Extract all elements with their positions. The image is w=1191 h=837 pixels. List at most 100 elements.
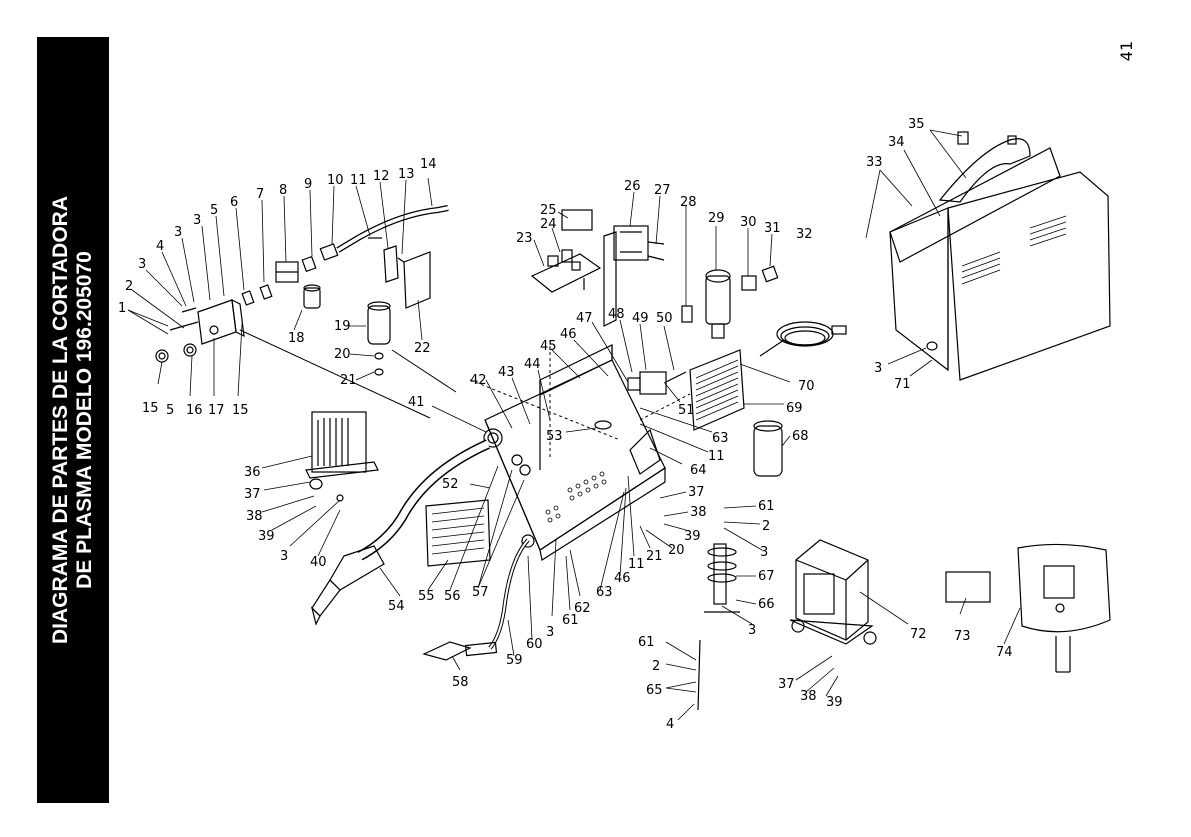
callout-73: 73 [954,629,971,644]
callout-3: 3 [138,257,146,272]
callout-15: 15 [142,401,159,416]
callout-30: 30 [740,215,757,230]
callout-62: 62 [574,601,591,616]
callout-39: 39 [826,695,843,710]
callout-37: 37 [778,677,795,692]
callout-22: 22 [414,341,431,356]
callout-42: 42 [470,373,487,388]
callout-9: 9 [304,177,312,192]
leader-lines [127,129,1021,721]
cooling-fan [689,349,745,431]
callout-21: 21 [646,549,663,564]
callout-3: 3 [280,549,288,564]
callout-63: 63 [596,585,613,600]
callout-37: 37 [244,487,261,502]
callout-43: 43 [498,365,515,380]
callout-14: 14 [420,157,437,172]
callout-18: 18 [288,331,305,346]
callout-64: 64 [690,463,707,478]
callout-12: 12 [373,169,390,184]
solenoid-valve [627,371,687,395]
callout-51: 51 [678,403,695,418]
callout-36: 36 [244,465,261,480]
callout-20: 20 [334,347,351,362]
callout-29: 29 [708,211,725,226]
callout-34: 34 [888,135,905,150]
callout-68: 68 [792,429,809,444]
callout-70: 70 [798,379,815,394]
callout-11: 11 [350,173,367,188]
face-shield [1017,543,1111,673]
callout-67: 67 [758,569,775,584]
callout-47: 47 [576,311,593,326]
terminal-stack [697,543,740,711]
callout-32: 32 [796,227,813,242]
callout-58: 58 [452,675,469,690]
callout-65: 65 [646,683,663,698]
callout-63: 63 [712,431,729,446]
callout-26: 26 [624,179,641,194]
callout-6: 6 [230,195,238,210]
callout-31: 31 [764,221,781,236]
callout-11: 11 [708,449,725,464]
main-chassis [469,340,691,561]
callout-3: 3 [546,625,554,640]
callout-39: 39 [258,529,275,544]
callout-50: 50 [656,311,673,326]
capacitor-large [753,420,783,477]
callout-61: 61 [758,499,775,514]
callout-71: 71 [894,377,911,392]
control-board [530,209,602,293]
callout-57: 57 [472,585,489,600]
callout-38: 38 [690,505,707,520]
callout-45: 45 [540,339,557,354]
callout-7: 7 [256,187,264,202]
callout-66: 66 [758,597,775,612]
callout-4: 4 [156,239,164,254]
callout-55: 55 [418,589,435,604]
power-cord [759,321,847,357]
callout-16: 16 [186,403,203,418]
callout-35: 35 [908,117,925,132]
callout-2: 2 [652,659,660,674]
callout-41: 41 [408,395,425,410]
callout-25: 25 [540,203,557,218]
callout-46: 46 [560,327,577,342]
callout-60: 60 [526,637,543,652]
callout-61: 61 [638,635,655,650]
callout-69: 69 [786,401,803,416]
callout-1: 1 [118,301,126,316]
callout-23: 23 [516,231,533,246]
callout-46: 46 [614,571,631,586]
callout-5: 5 [210,203,218,218]
callout-4: 4 [666,717,674,732]
callout-2: 2 [762,519,770,534]
callout-21: 21 [340,373,357,388]
callout-49: 49 [632,311,649,326]
callout-3: 3 [874,361,882,376]
callout-3: 3 [748,623,756,638]
callout-2: 2 [125,279,133,294]
callout-40: 40 [310,555,327,570]
callout-24: 24 [540,217,557,232]
callout-38: 38 [800,689,817,704]
callout-33: 33 [866,155,883,170]
ground-clamp [422,538,530,661]
callout-37: 37 [688,485,705,500]
callout-13: 13 [398,167,415,182]
callout-27: 27 [654,183,671,198]
callout-15: 15 [232,403,249,418]
callout-56: 56 [444,589,461,604]
callout-28: 28 [680,195,697,210]
callout-53: 53 [546,429,563,444]
callout-48: 48 [608,307,625,322]
callout-20: 20 [668,543,685,558]
callout-3: 3 [193,213,201,228]
callout-61: 61 [562,613,579,628]
plasma-torch [310,439,491,626]
callout-19: 19 [334,319,351,334]
rating-label-plate [945,571,991,603]
front-panel [425,499,491,567]
callout-72: 72 [910,627,927,642]
